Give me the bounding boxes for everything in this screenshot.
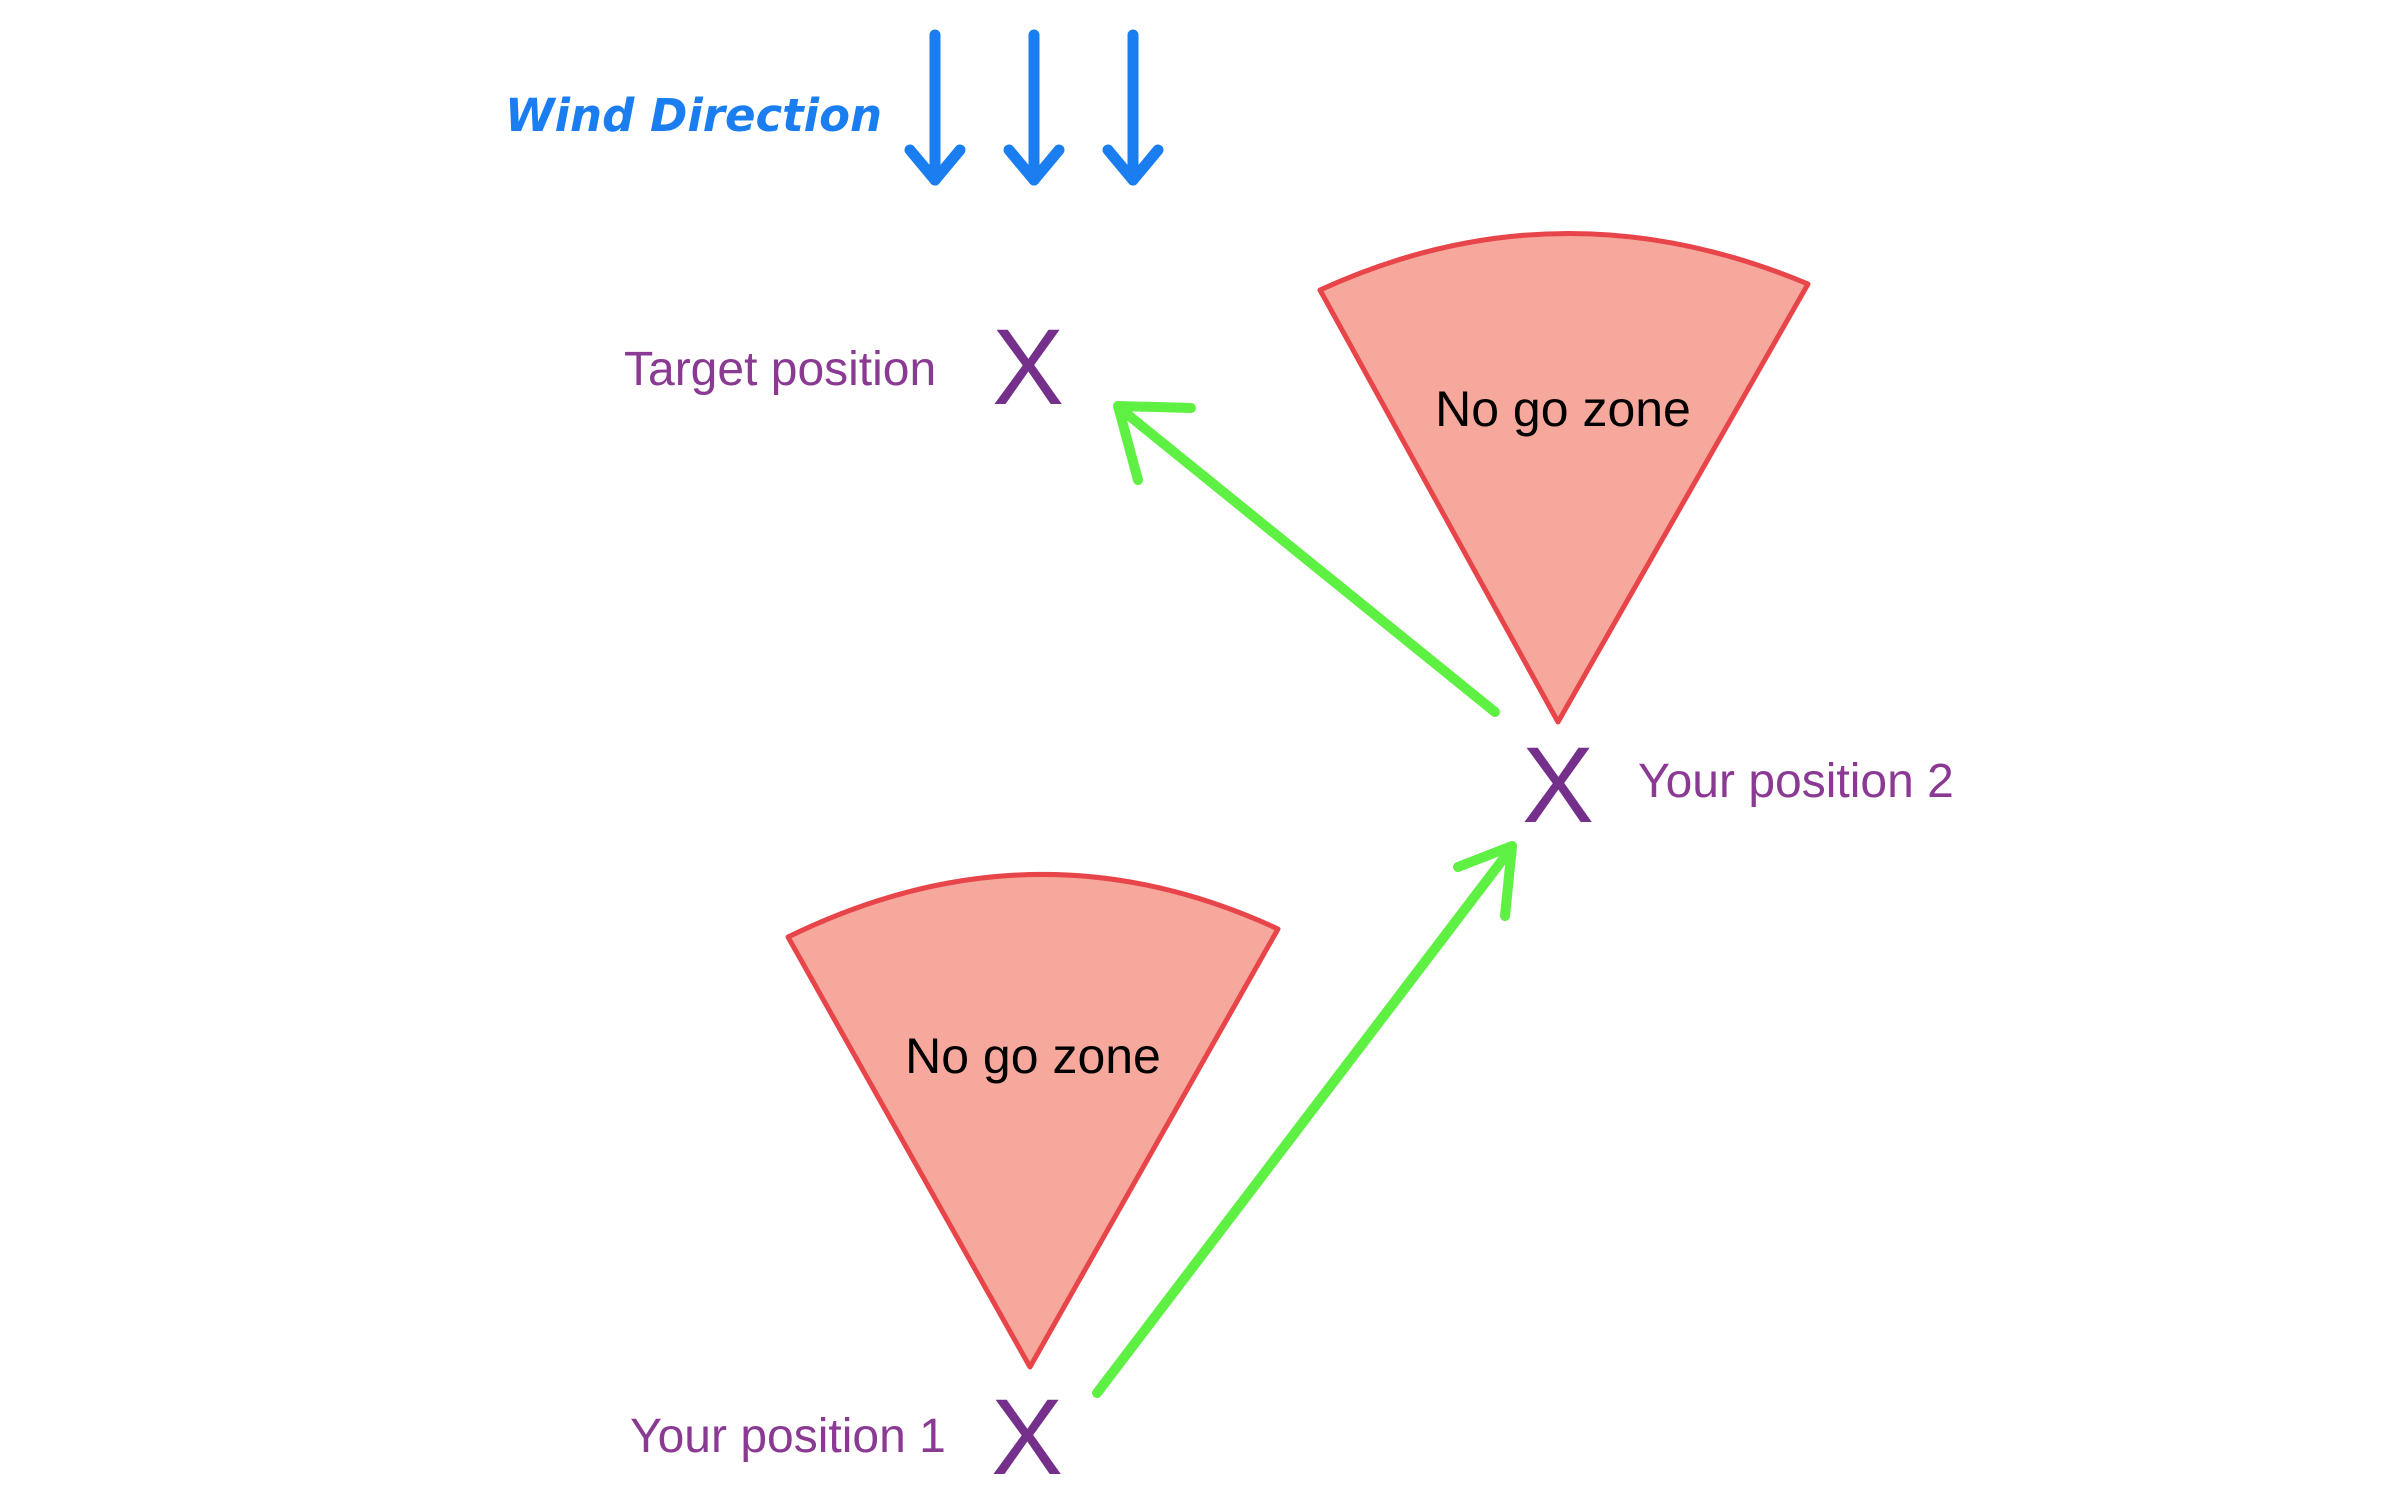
wind-arrow-icon (1003, 29, 1065, 186)
wind-arrow-icon (1102, 29, 1164, 186)
route-arrows (1092, 401, 1517, 1398)
target-position-label: Target position (624, 343, 936, 396)
position-2-marker: X (1522, 724, 1594, 845)
target-position-marker: X (992, 306, 1064, 427)
no-go-zone-1 (785, 871, 1281, 1370)
position-1-marker: X (991, 1376, 1063, 1491)
no-go-zone-1-label: No go zone (905, 1028, 1161, 1084)
wind-arrows (904, 29, 1164, 186)
wind-direction-label: Wind Direction (505, 89, 882, 142)
no-go-zone-2-label: No go zone (1435, 381, 1691, 437)
route-arrow-1-icon (1092, 841, 1517, 1398)
wind-arrow-icon (904, 29, 966, 186)
route-arrow-2-icon (1113, 401, 1500, 717)
position-2-label: Your position 2 (1638, 755, 1954, 808)
no-go-zone-2 (1317, 230, 1811, 725)
position-1-label: Your position 1 (630, 1410, 946, 1463)
